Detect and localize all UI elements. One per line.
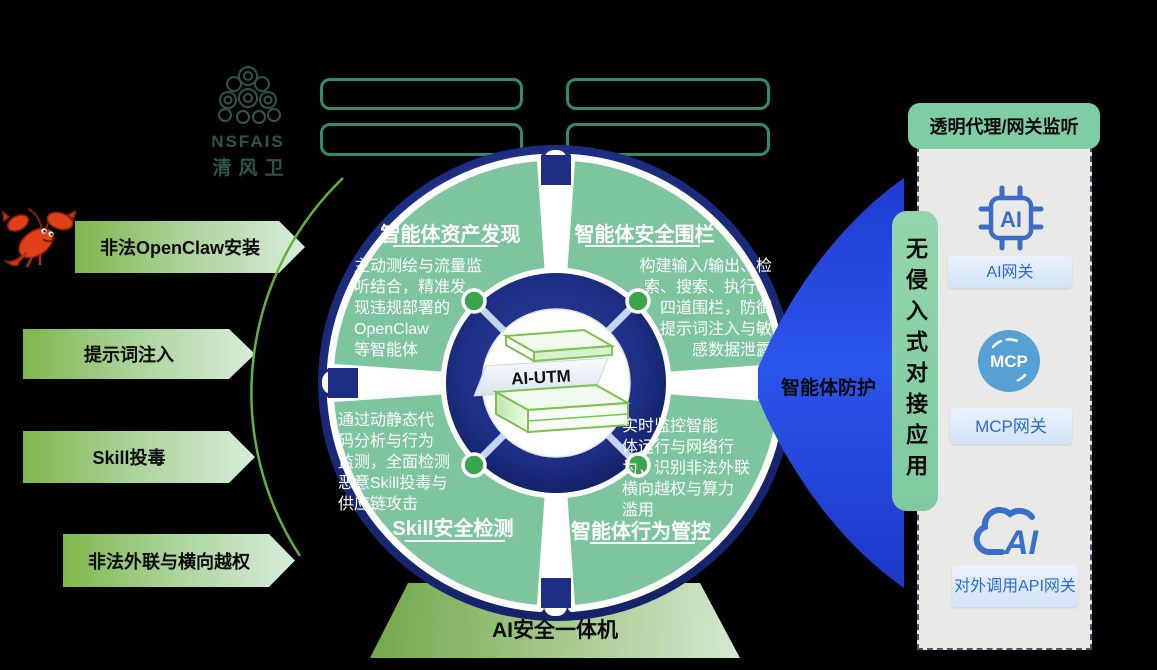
orbit-arc — [250, 177, 344, 557]
svg-text:MCP: MCP — [990, 352, 1028, 371]
quadrant-title-behavior-control: 智能体行为管控 — [571, 521, 711, 543]
ai-gateway-label: AI网关 — [948, 256, 1072, 288]
quadrant-body-behavior-control: 实时监控智能 体运行与网络行 为，识别非法外联 横向越权与算力 滥用 — [622, 418, 751, 519]
quadrant-title-skill-detection: Skill安全检测 — [392, 518, 514, 540]
logo-emblem-icon — [218, 66, 281, 124]
threat-arrow-openclaw: 非法OpenClaw安装 — [75, 221, 305, 273]
gap-tab-top — [541, 155, 571, 185]
quadrant-title-guardrail: 智能体安全围栏 — [574, 224, 715, 246]
mcp-gateway-icon: MCP — [978, 330, 1040, 392]
threat-arrow-prompt-injection: 提示词注入 — [23, 329, 255, 379]
top-box-2 — [566, 78, 770, 110]
logo: NSFAIS 清风卫 — [196, 64, 300, 180]
api-gateway-label: 对外调用API网关 — [952, 565, 1078, 607]
protection-label: 智能体防护 — [781, 378, 877, 399]
logo-name: 清风卫 — [212, 158, 291, 179]
title-underline — [590, 542, 695, 544]
top-box-1 — [320, 78, 523, 110]
title-underline — [585, 245, 700, 247]
bridge-bar: 无侵入式对接应用 — [892, 211, 938, 511]
svg-text:AI: AI — [1003, 524, 1040, 562]
threat-arrow-skill-poisoning: Skill投毒 — [23, 431, 255, 483]
top-box-4 — [566, 123, 770, 156]
threat-label: 非法OpenClaw安装 — [99, 238, 260, 258]
sector-skill-detection — [327, 387, 552, 612]
sector-asset-discovery — [327, 154, 552, 379]
threat-label: 提示词注入 — [84, 345, 174, 365]
logo-brand: NSFAIS — [211, 132, 285, 151]
appliance-label: AI安全一体机 — [492, 619, 618, 642]
mcp-gateway-label: MCP网关 — [950, 408, 1072, 444]
title-underline — [393, 245, 498, 247]
top-box-3 — [320, 123, 523, 156]
gap-tab-bottom — [541, 578, 571, 608]
ai-gateway-chip-icon: AI — [978, 185, 1044, 251]
quadrant-title-asset-discovery: 智能体资产发现 — [380, 224, 521, 246]
quadrant-body-asset-discovery: 主动测绘与流量监 听结合，精准发 现违规部署的 OpenClaw 等智能体 — [354, 258, 483, 359]
threat-label: Skill投毒 — [92, 448, 166, 468]
threat-label: 非法外联与横向越权 — [88, 551, 250, 572]
connector-dots — [461, 288, 651, 478]
title-underline — [405, 540, 505, 542]
svg-text:AI: AI — [1000, 207, 1022, 232]
sector-behavior-control — [560, 387, 785, 612]
lobster-icon — [2, 208, 76, 268]
threat-arrow-lateral-movement: 非法外联与横向越权 — [63, 534, 295, 587]
quadrant-body-guardrail: 构建输入/输出、检 索、搜索、执行、 四道围栏，防御 提示词注入与敏 感数据泄露 — [639, 258, 772, 359]
api-gateway-cloud-icon: AI — [973, 507, 1040, 562]
bridge-label: 无侵入式对接应用 — [903, 237, 928, 485]
panel-header: 透明代理/网关监听 — [908, 103, 1100, 149]
gap-tab-left — [328, 368, 358, 398]
quadrant-body-skill-detection: 通过动静态代 码分析与行为 监测，全面检测 恶意Skill投毒与 供应链攻击 — [338, 412, 451, 513]
utm-appliance-icon — [473, 328, 632, 434]
